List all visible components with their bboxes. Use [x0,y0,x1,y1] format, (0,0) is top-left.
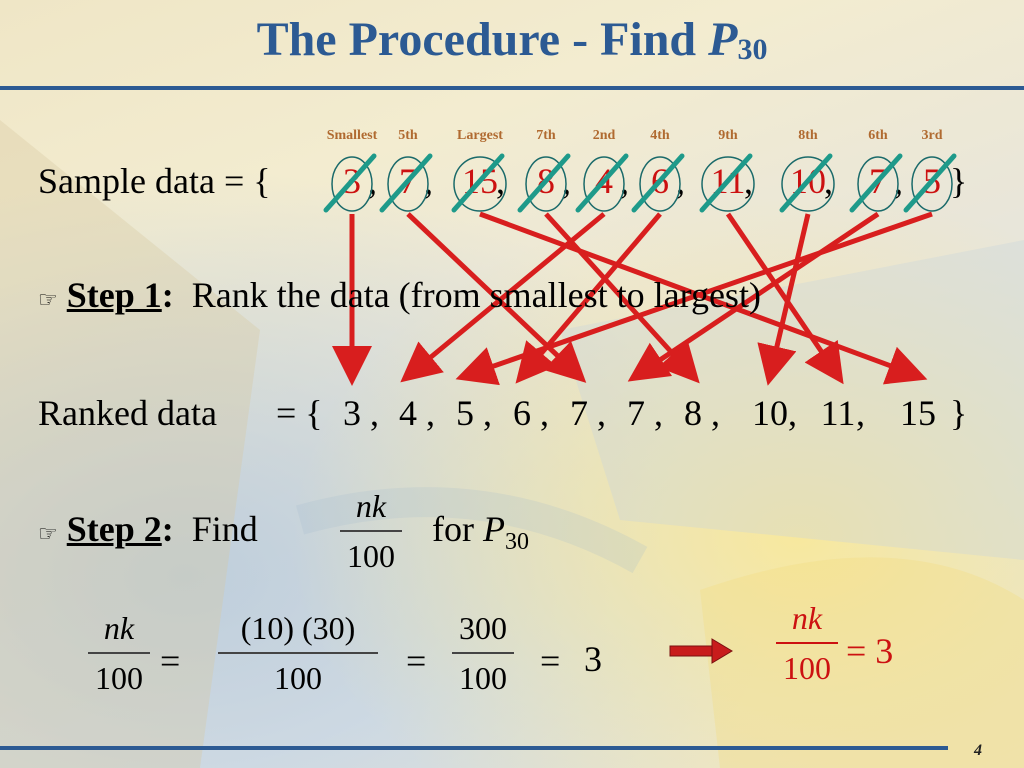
rank-label: 8th [798,128,818,143]
value-circle [525,156,567,212]
rank-label: 4th [650,128,670,143]
rank-label: Smallest [326,128,378,143]
ranked-value: 5 [456,393,474,433]
ranked-value: 4 [399,393,417,433]
calc-result: 3 [584,639,602,679]
separator: , [540,393,549,433]
check-mark [903,153,957,213]
ranked-value: 3 [343,393,361,433]
slide-title: The Procedure - Find P30 [256,13,768,66]
separator: , [597,393,606,433]
answer-equals: = 3 [846,631,894,671]
check-mark [517,153,571,213]
calc-fraction-3: 300 100 [452,610,514,696]
separator: , [824,161,833,201]
calc-fraction-2: (10) (30) 100 [218,610,378,696]
separator: , [426,393,435,433]
rank-label: 5th [398,128,418,143]
value-circle [453,156,507,212]
title-rule [0,86,1024,90]
separator: , [496,161,505,201]
separator: , [370,393,379,433]
ranked-value: 11 [820,393,856,433]
ranked-value: 7 [627,393,645,433]
sample-data-label: Sample data = { [38,161,271,201]
pointing-hand-icon: ☞ [38,288,58,313]
check-mark [849,153,903,213]
step2-colon: : [161,509,174,549]
step2-for: for P30 [432,509,529,556]
ranked-close-brace: } [950,393,968,433]
step1-label: Step 1 [66,275,162,315]
calc-fraction-1: nk 100 [88,610,150,696]
rank-label: 6th [868,128,888,143]
rank-label: 7th [536,128,556,143]
value-circle [583,156,625,212]
step2-fraction: nk 100 [340,488,402,574]
rank-label: 2nd [592,128,616,143]
ranked-value: 8 [684,393,702,433]
check-mark [451,153,505,213]
calc-equals-3: = [540,641,561,681]
footer-rule [0,746,948,750]
separator: , [711,393,720,433]
check-mark [631,153,685,213]
rank-label: 9th [718,128,738,143]
check-mark [699,153,753,213]
answer-fraction: nk 100 [776,600,838,686]
ranked-value: 10 [752,393,788,433]
rank-label: 3rd [921,128,943,143]
sample-close-brace: } [950,161,968,201]
step1-line: ☞ Step 1: Rank the data (from smallest t… [38,274,761,316]
value-circle [781,156,835,212]
calc-equals-2: = [406,641,427,681]
separator: , [788,393,797,433]
ranked-value: 7 [570,393,588,433]
page-number: 4 [974,742,982,759]
rank-arrow [725,212,844,385]
value-circle [857,156,899,212]
right-arrow-icon [669,638,733,664]
value-circle [387,156,429,212]
value-circle [911,156,953,212]
rank-arrow [627,211,880,382]
separator: , [483,393,492,433]
value-circle [701,156,755,212]
ranked-open: = { [276,393,323,433]
step1-colon: : [161,275,174,315]
value-circle [331,156,373,212]
check-mark [575,153,629,213]
separator: , [744,161,753,201]
rank-arrow [400,212,606,383]
pointing-hand-icon: ☞ [38,522,58,547]
ranked-value: 15 [900,393,936,433]
check-mark [323,153,377,213]
check-mark [779,153,833,213]
step2-line: ☞ Step 2: Find [38,508,258,550]
separator: , [856,393,865,433]
rank-label: Largest [457,128,503,143]
step2-label: Step 2 [66,509,162,549]
step1-text: Rank the data (from smallest to largest) [191,275,761,315]
rank-arrow [455,211,933,386]
rank-arrow [757,213,811,386]
ranked-value: 6 [513,393,531,433]
calc-equals-1: = [160,641,181,681]
separator: , [654,393,663,433]
value-circle [639,156,681,212]
check-mark [379,153,433,213]
step2-find: Find [191,509,258,549]
ranked-data-label: Ranked data [38,393,217,433]
